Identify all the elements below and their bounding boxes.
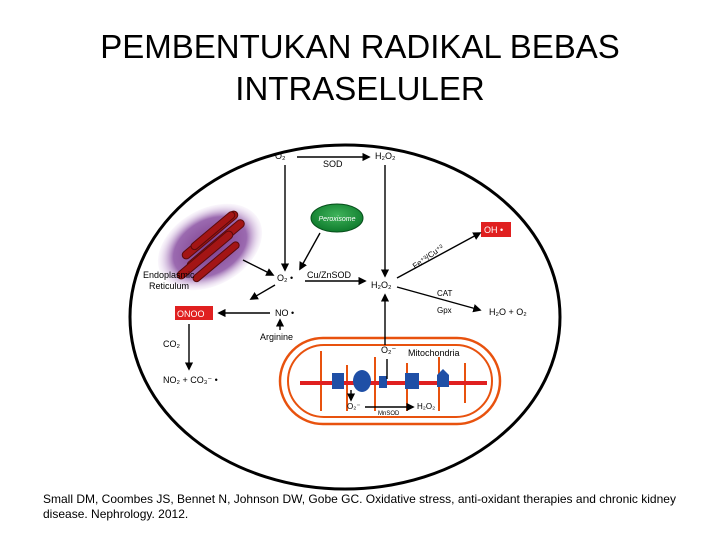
label-co2: CO₂	[163, 339, 181, 349]
endoplasmic-reticulum-shape	[157, 203, 263, 291]
peroxisome-label: Peroxisome	[319, 216, 356, 223]
label-h2o2-mito: H₂O₂	[417, 402, 435, 411]
label-cat: CAT	[437, 289, 453, 298]
label-h2o2-top: H₂O₂	[375, 151, 396, 161]
peroxisome-organelle	[310, 203, 364, 233]
label-sod: SOD	[323, 159, 343, 169]
label-onoo: ONOO	[177, 309, 205, 319]
label-no-radical: NO •	[275, 308, 294, 318]
label-oh-radical: OH •	[484, 225, 503, 235]
label-arginine: Arginine	[260, 332, 293, 342]
label-cuzn-sod: Cu/ZnSOD	[307, 270, 352, 280]
oh-radical-box	[481, 222, 511, 237]
label-er-line2: Reticulum	[149, 281, 189, 291]
label-mitochondria: Mitochondria	[408, 348, 460, 358]
label-h2o2-mid: H₂O₂	[371, 280, 392, 290]
label-o2-mito-bottom: O₂⁻	[347, 402, 361, 411]
label-er-line1: Endoplasmic	[143, 270, 195, 280]
label-h2o-o2: H₂O + O₂	[489, 307, 527, 317]
label-o2-mito-top: O₂⁻	[381, 345, 396, 355]
onoo-box	[175, 306, 213, 320]
label-mnsod: MnSOD	[378, 411, 400, 417]
label-gpx: Gpx	[437, 306, 452, 315]
label-no2-co3: NO₂ + CO₃⁻ •	[163, 375, 218, 385]
slide-title: PEMBENTUKAN RADIKAL BEBAS INTRASELULER	[0, 26, 720, 110]
mitochondrion-shape	[278, 336, 502, 426]
pathway-arrows	[184, 152, 482, 412]
title-line-1: PEMBENTUKAN RADIKAL BEBAS	[100, 28, 620, 65]
label-o2-radical: O₂ •	[277, 273, 293, 283]
title-line-2: INTRASELULER	[235, 70, 485, 107]
free-radical-diagram: Peroxisome O₂ SOD H₂O₂ OH • Endoplasmic …	[128, 143, 562, 491]
label-o2-top: O₂	[275, 151, 286, 161]
citation: Small DM, Coombes JS, Bennet N, Johnson …	[43, 492, 676, 521]
